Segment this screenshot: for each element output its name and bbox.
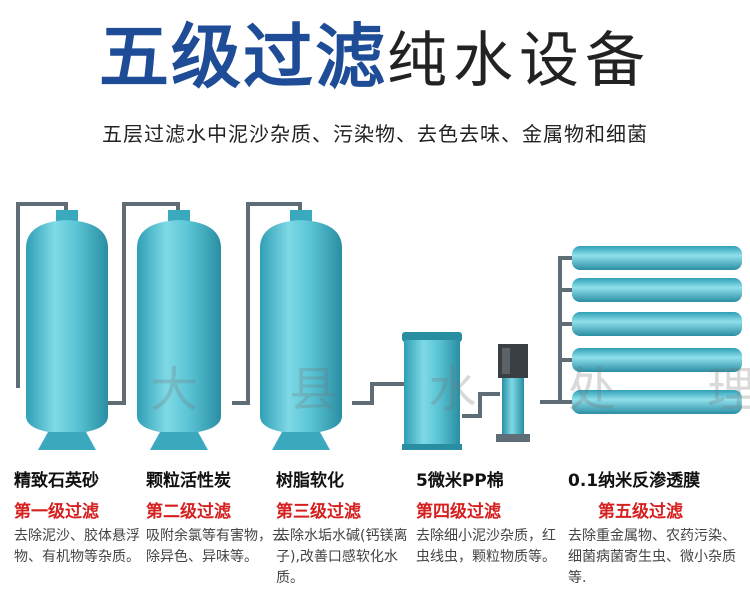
stage-2-card: 颗粒活性炭 第二级过滤 吸附余氯等有害物，去除异色、异味等。: [146, 466, 286, 568]
stage-2-label: 第二级过滤: [146, 502, 231, 522]
stage-3-label: 第三级过滤: [276, 502, 361, 522]
booster-pump: [496, 344, 530, 442]
stage-5-label: 第五级过滤: [598, 502, 683, 522]
stage-2-desc: 吸附余氯等有害物，去除异色、异味等。: [146, 528, 286, 565]
stage-4-label: 第四级过滤: [416, 502, 501, 522]
filtration-system-diagram: [16, 202, 742, 450]
stage-5-name: 0.1纳米反渗透膜: [568, 471, 701, 491]
tank-1: [26, 210, 108, 450]
title-regular: 纯水设备: [387, 26, 651, 96]
watermark: 大 县 水 处 理 科 技: [150, 362, 750, 418]
page-title: 五级过滤纯水设备: [0, 14, 750, 119]
stage-4-card: 5微米PP棉 第四级过滤 去除细小泥沙杂质，红虫线虫，颗粒物质等。: [416, 466, 556, 568]
stage-3-desc: 去除水垢水碱(钙镁离子),改善口感软化水质。: [276, 528, 408, 586]
stage-3-card: 树脂软化 第三级过滤 去除水垢水碱(钙镁离子),改善口感软化水质。: [276, 466, 416, 589]
ro-membranes: [572, 246, 742, 414]
stage-1-label: 第一级过滤: [14, 502, 99, 522]
pp-filter: [402, 332, 462, 450]
stage-1-desc: 去除泥沙、胶体悬浮物、有机物等杂质。: [14, 528, 140, 565]
stage-3-name: 树脂软化: [276, 471, 344, 491]
stage-1-name: 精致石英砂: [14, 471, 99, 491]
tank-3: [260, 210, 342, 450]
tank-2: [137, 210, 221, 450]
pipes: [16, 202, 572, 418]
title-bold: 五级过滤: [99, 16, 387, 98]
stage-2-name: 颗粒活性炭: [146, 471, 231, 491]
stage-4-desc: 去除细小泥沙杂质，红虫线虫，颗粒物质等。: [416, 528, 556, 565]
subtitle: 五层过滤水中泥沙杂质、污染物、去色去味、金属物和细菌: [102, 122, 648, 146]
stage-5-card: 0.1纳米反渗透膜 第五级过滤 去除重金属物、农药污染、细菌病菌寄生虫、微小杂质…: [568, 466, 738, 589]
stage-5-desc: 去除重金属物、农药污染、细菌病菌寄生虫、微小杂质等.: [568, 528, 736, 586]
stage-1-card: 精致石英砂 第一级过滤 去除泥沙、胶体悬浮物、有机物等杂质。: [14, 466, 154, 568]
stage-4-name: 5微米PP棉: [416, 471, 504, 491]
